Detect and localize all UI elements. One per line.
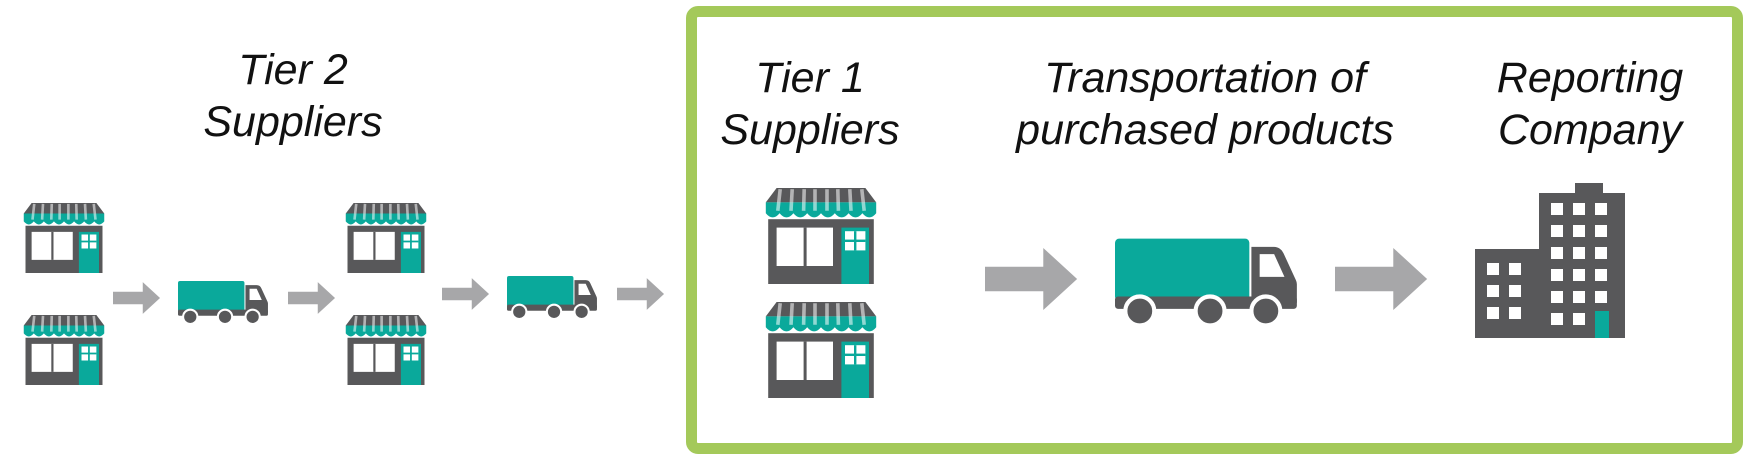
store-icon bbox=[342, 203, 430, 273]
store-icon bbox=[760, 302, 882, 398]
truck-icon bbox=[1115, 233, 1301, 329]
transportation-label-line1: Transportation of bbox=[1044, 54, 1366, 102]
tier1-label-line1: Tier 1 bbox=[755, 54, 865, 102]
arrow-right-icon bbox=[442, 277, 490, 311]
office-building-icon bbox=[1475, 183, 1625, 338]
tier1-suppliers-label: Tier 1 Suppliers bbox=[690, 52, 930, 156]
arrow-right-icon bbox=[288, 281, 336, 315]
store-icon bbox=[20, 315, 108, 385]
tier2-suppliers-label: Tier 2 Suppliers bbox=[163, 44, 423, 148]
reporting-label-line2: Company bbox=[1497, 106, 1683, 154]
arrow-right-icon bbox=[617, 277, 665, 311]
transportation-label-line2: purchased products bbox=[1016, 106, 1394, 154]
truck-icon bbox=[178, 279, 270, 325]
transportation-label: Transportation of purchased products bbox=[985, 52, 1425, 156]
tier1-label-line2: Suppliers bbox=[720, 106, 900, 154]
tier2-label-line2: Suppliers bbox=[203, 98, 383, 146]
reporting-boundary-frame bbox=[686, 6, 1743, 454]
arrow-right-icon bbox=[113, 281, 161, 315]
tier2-label-line1: Tier 2 bbox=[238, 46, 348, 94]
arrow-right-icon bbox=[985, 246, 1079, 312]
arrow-right-icon bbox=[1335, 246, 1429, 312]
store-icon bbox=[20, 203, 108, 273]
store-icon bbox=[342, 315, 430, 385]
reporting-company-label: Reporting Company bbox=[1460, 52, 1720, 156]
store-icon bbox=[760, 188, 882, 284]
truck-icon bbox=[507, 274, 599, 320]
reporting-label-line1: Reporting bbox=[1496, 54, 1684, 102]
